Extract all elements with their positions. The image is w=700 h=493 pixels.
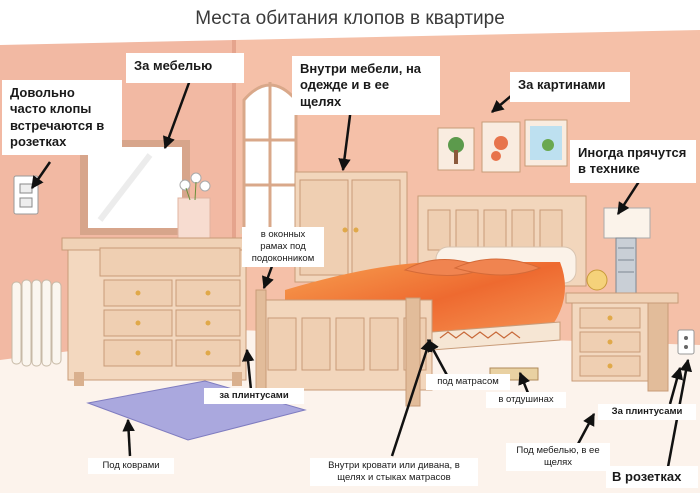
window (240, 82, 300, 234)
label-vents: в отдушинах (486, 392, 566, 408)
label-inside-furniture: Внутри мебели, на одежде и в ее щелях (292, 56, 440, 115)
label-under-carpets: Под коврами (88, 458, 174, 474)
label-window-frames: в оконных рамах под подоконником (242, 227, 324, 267)
label-baseboards-right: За плинтусами (598, 404, 696, 420)
label-under-furniture: Под мебелью, в ее щелях (506, 443, 610, 471)
arrow-behind-furniture (163, 79, 192, 150)
arrow-vents (518, 371, 530, 394)
label-in-sockets: В розетках (606, 466, 698, 489)
wall-corner (232, 40, 236, 330)
arrow-under-furniture (576, 412, 596, 445)
pointer-arrows (30, 79, 693, 468)
arrow-baseboards-left (241, 348, 255, 391)
label-in-appliances: Иногда прячутся в технике (570, 140, 696, 183)
dresser (61, 237, 253, 386)
label-inside-bed: Внутри кровати или дивана, в щелях и сты… (310, 458, 478, 486)
flower-vase (177, 172, 211, 239)
arrow-under-carpets (122, 418, 135, 457)
label-baseboards-left: за плинтусами (204, 388, 304, 404)
radiator (11, 279, 62, 367)
label-behind-furniture: За мебелью (126, 53, 244, 83)
left-wall-socket (13, 175, 39, 215)
arrow-sockets-often (30, 161, 52, 190)
nightstand (565, 292, 679, 392)
label-under-mattress: под матрасом (426, 374, 510, 390)
wall-pictures (437, 119, 568, 173)
arrow-in-appliances (616, 179, 642, 216)
page-title: Места обитания клопов в квартире (195, 8, 505, 29)
label-behind-pictures: За картинами (510, 72, 630, 102)
right-wall-socket (677, 329, 695, 355)
mirror (80, 140, 190, 235)
arrow-inside-bed (390, 338, 433, 457)
label-sockets-often: Довольно часто клопы встречаются в розет… (2, 80, 122, 155)
bed (255, 195, 587, 407)
arrow-baseboards-right (668, 366, 684, 405)
